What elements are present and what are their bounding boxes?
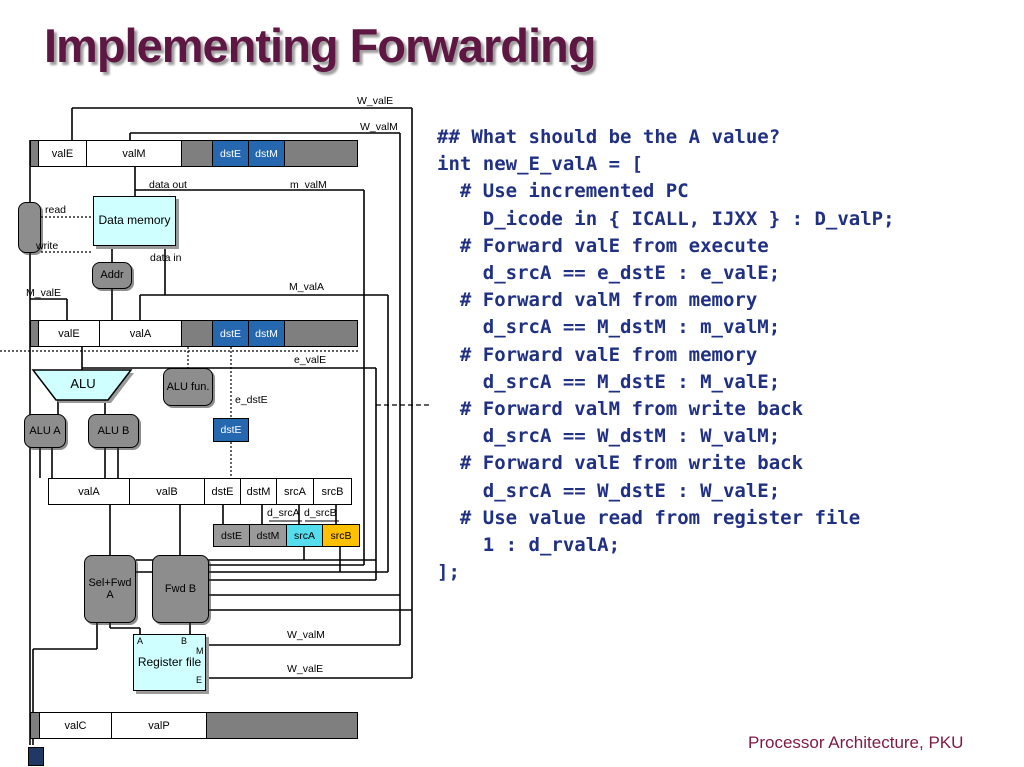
alu-shape <box>31 369 133 401</box>
decode-srcB-box: srcB <box>322 524 360 547</box>
code-line: # Use value read from register file <box>437 506 861 529</box>
f-valP-cell: valP <box>111 712 207 739</box>
e-dstM-cell: dstM <box>240 478 277 505</box>
rf-port-b: B <box>181 636 188 646</box>
code-line: int new_E_valA = [ <box>437 153 643 176</box>
signal-data-out: data out <box>149 179 187 191</box>
m-valE-cell: valE <box>38 320 100 347</box>
decode-dstM-box: dstM <box>249 524 287 547</box>
e-dstE-cell: dstE <box>204 478 241 505</box>
rf-port-m: M <box>196 646 204 656</box>
next-stage-stub <box>28 747 44 766</box>
addr-box: Addr <box>92 262 132 289</box>
code-line: ## What should be the A value? <box>437 126 781 148</box>
w-valM-cell: valM <box>86 140 182 167</box>
code-line: d_srcA == W_dstM : W_valM; <box>437 425 781 448</box>
signal-e-dstE: e_dstE <box>235 394 268 406</box>
code-line: # Use incremented PC <box>437 180 689 203</box>
m-dstE-cell: dstE <box>212 320 249 347</box>
code-line: d_srcA == e_dstE : e_valE; <box>437 262 781 285</box>
m-dstM-cell: dstM <box>248 320 285 347</box>
e-valA-cell: valA <box>48 478 130 505</box>
rf-port-e: E <box>196 675 203 685</box>
slide-title: Implementing Forwarding <box>44 19 596 72</box>
w-register-row: valE valM dstE dstM <box>30 140 358 167</box>
m-register-row: valE valA dstE dstM <box>30 320 358 347</box>
slide-footer: Processor Architecture, PKU <box>748 733 964 752</box>
code-line: # Forward valM from memory <box>437 289 758 312</box>
w-valE-cell: valE <box>38 140 87 167</box>
memory-control-stub <box>18 202 41 253</box>
signal-e-valE: e_valE <box>294 354 327 366</box>
w-dstE-cell: dstE <box>212 140 249 167</box>
alu-fun-box: ALU fun. <box>163 368 213 406</box>
code-line: d_srcA == W_dstE : W_valE; <box>437 479 781 502</box>
alu-a-box: ALU A <box>24 414 66 448</box>
f-valC-cell: valC <box>39 712 112 739</box>
code-line: ]; <box>437 561 460 584</box>
w-dstM-cell: dstM <box>248 140 285 167</box>
register-file-box: Register file <box>133 634 206 691</box>
signal-d-srcB: d_srcB <box>304 507 337 519</box>
alu-label: ALU <box>70 376 96 391</box>
signal-M-valA: M_valA <box>289 281 325 293</box>
fwd-b-mux: Fwd B <box>152 555 209 623</box>
e-register-row: valA valB dstE dstM srcA srcB <box>48 478 352 505</box>
code-line: d_srcA == M_dstM : m_valM; <box>437 316 781 339</box>
signal-write: write <box>36 240 59 252</box>
code-line: 1 : d_rvalA; <box>437 534 621 557</box>
code-line: # Forward valE from write back <box>437 452 804 475</box>
code-line: d_srcA == M_dstE : M_valE; <box>437 370 781 393</box>
hcl-code-block: ## What should be the A value? int new_E… <box>437 124 895 586</box>
signal-read: read <box>45 204 67 216</box>
execute-dstE-box: dstE <box>213 418 249 442</box>
m-valA-cell: valA <box>99 320 182 347</box>
code-line: D_icode in { ICALL, IJXX } : D_valP; <box>437 207 895 230</box>
e-srcA-cell: srcA <box>276 478 314 505</box>
code-line: # Forward valM from write back <box>437 398 804 421</box>
e-valB-cell: valB <box>129 478 205 505</box>
signal-M-valE: M_valE <box>26 287 62 299</box>
data-memory-box: Data memory <box>93 196 176 246</box>
sel-fwd-a-mux: Sel+Fwd A <box>84 555 136 623</box>
signal-m-valM: m_valM <box>290 179 327 191</box>
code-line: # Forward valE from memory <box>437 343 758 366</box>
decode-dstE-box: dstE <box>213 524 250 547</box>
signal-data-in: data in <box>150 252 182 264</box>
signal-w-valE-top: W_valE <box>357 95 394 107</box>
signal-d-srcA: d_srcA <box>267 507 300 519</box>
code-line: # Forward valE from execute <box>437 234 769 257</box>
alu-b-box: ALU B <box>88 414 139 448</box>
e-srcB-cell: srcB <box>313 478 352 505</box>
decode-srcA-box: srcA <box>286 524 323 547</box>
signal-w-valE-bottom: W_valE <box>287 663 324 675</box>
signal-w-valM-bottom: W_valM <box>287 629 325 641</box>
f-register-row: valC valP <box>30 712 358 739</box>
signal-w-valM-top: W_valM <box>360 121 398 133</box>
rf-port-a: A <box>137 636 144 646</box>
